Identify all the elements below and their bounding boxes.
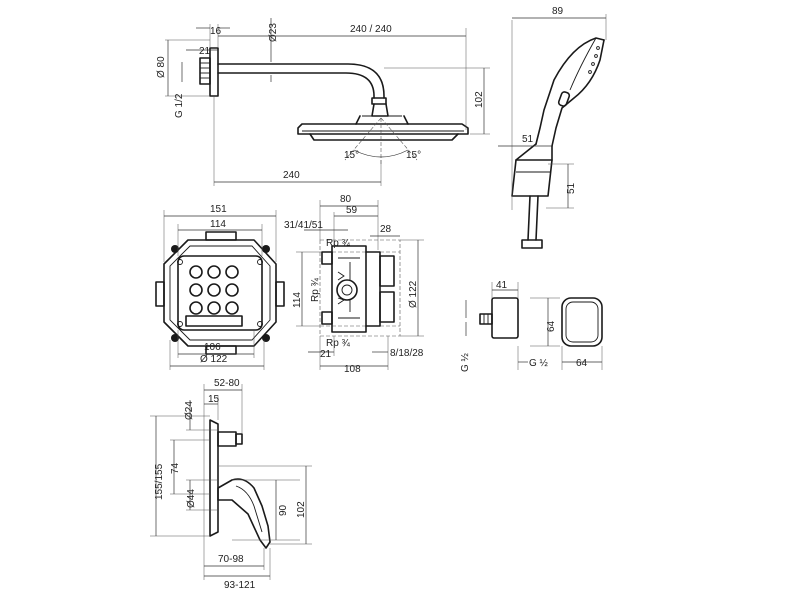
label-lever-diameter: Ø44 bbox=[186, 489, 197, 508]
rough-in-side-view: Rp ¾ Rp ¾ Rp ¾ 80 59 31/41/51 28 114 Ø 1… bbox=[284, 194, 424, 375]
mixer-lever bbox=[217, 478, 271, 549]
overhead-shower-view: 15° 15° 16 21 Ø 80 G 1/2 Ø23 240 / 240 1… bbox=[156, 18, 490, 186]
hose-nut bbox=[521, 239, 543, 249]
label-diverter-diameter: Ø24 bbox=[184, 401, 195, 420]
hose bbox=[527, 195, 531, 241]
label-outlet-depth: 41 bbox=[496, 280, 508, 291]
label-arm-diameter: Ø23 bbox=[268, 23, 279, 42]
label-outlet-height: 64 bbox=[546, 320, 557, 332]
label-axis-distance: 74 bbox=[170, 462, 181, 474]
wall-outlet-view: 41 64 G ½ G ½ 64 bbox=[460, 280, 603, 372]
label-arm-length: 240 / 240 bbox=[350, 24, 392, 35]
shower-head bbox=[297, 123, 469, 135]
label-mixer-depth: 52-80 bbox=[214, 378, 240, 389]
label-flange-diameter: Ø 80 bbox=[156, 56, 167, 78]
label-plate-thickness: 15 bbox=[208, 394, 220, 405]
label-rp-top: Rp ¾ bbox=[326, 238, 351, 249]
label-flange-depth: 16 bbox=[210, 26, 222, 37]
label-port-span: 106 bbox=[204, 342, 221, 353]
label-cover-depth: 28 bbox=[380, 224, 392, 235]
label-lever-projection: 70-98 bbox=[218, 554, 244, 565]
label-outlet-thread-horizontal: G ½ bbox=[529, 358, 549, 369]
label-side-depth: 80 bbox=[340, 194, 352, 205]
label-thread-top: G 1/2 bbox=[174, 93, 185, 118]
wall-outlet-front bbox=[561, 297, 603, 347]
label-handshower-depth: 51 bbox=[522, 134, 534, 145]
label-angle-left: 15° bbox=[344, 150, 359, 161]
label-body-width: 151 bbox=[210, 204, 227, 215]
mixer-trim-view: 52-80 15 Ø24 155/155 74 Ø44 90 102 bbox=[150, 378, 312, 591]
label-flange-offset: 21 bbox=[199, 46, 211, 57]
port-grid bbox=[185, 265, 243, 327]
label-arm-projection: 240 bbox=[283, 170, 300, 181]
wall-flange bbox=[209, 47, 219, 97]
rough-in-front-view: 151 114 106 Ø 122 bbox=[155, 204, 285, 370]
shower-holder bbox=[511, 159, 553, 197]
label-side-diameter: Ø 122 bbox=[408, 280, 419, 308]
port-top bbox=[321, 251, 333, 265]
label-outlet-width: 64 bbox=[576, 358, 588, 369]
label-head-height: 102 bbox=[474, 91, 485, 108]
label-side-height: 114 bbox=[292, 292, 303, 308]
label-body-depth: 59 bbox=[346, 205, 358, 216]
hand-shower-view: 89 51 51 bbox=[498, 6, 607, 249]
label-total-projection: 93-121 bbox=[224, 580, 256, 591]
label-lever-total-height: 102 bbox=[296, 501, 307, 518]
label-rp-mid: Rp ¾ bbox=[310, 277, 321, 302]
wall-outlet-body bbox=[491, 297, 519, 339]
label-handshower-width: 89 bbox=[552, 6, 564, 17]
label-plate-height: 155/155 bbox=[154, 463, 165, 500]
spray-button bbox=[557, 91, 571, 107]
label-offset-options: 8/18/28 bbox=[390, 348, 424, 359]
label-holder-height: 51 bbox=[566, 182, 577, 194]
label-rough-diameter: Ø 122 bbox=[200, 354, 228, 365]
label-side-length: 108 bbox=[344, 364, 361, 375]
outlet-nozzle bbox=[479, 313, 493, 325]
hand-shower bbox=[535, 37, 605, 145]
port-center bbox=[336, 279, 358, 301]
label-install-depth-options: 31/41/51 bbox=[284, 220, 323, 231]
trim-plate bbox=[209, 419, 219, 537]
diverter-knob bbox=[217, 431, 237, 447]
label-outlet-thread-vertical: G ½ bbox=[460, 352, 471, 372]
label-angle-right: 15° bbox=[406, 150, 421, 161]
label-inner-width: 114 bbox=[210, 219, 226, 230]
flange-thread bbox=[199, 57, 211, 85]
shower-arm bbox=[217, 63, 385, 99]
port-bottom bbox=[321, 311, 333, 325]
valve-body bbox=[331, 245, 367, 333]
joint-nut bbox=[371, 97, 387, 105]
label-lever-height: 90 bbox=[278, 504, 289, 516]
label-side-offset: 21 bbox=[320, 349, 332, 360]
label-rp-bottom: Rp ¾ bbox=[326, 338, 351, 349]
